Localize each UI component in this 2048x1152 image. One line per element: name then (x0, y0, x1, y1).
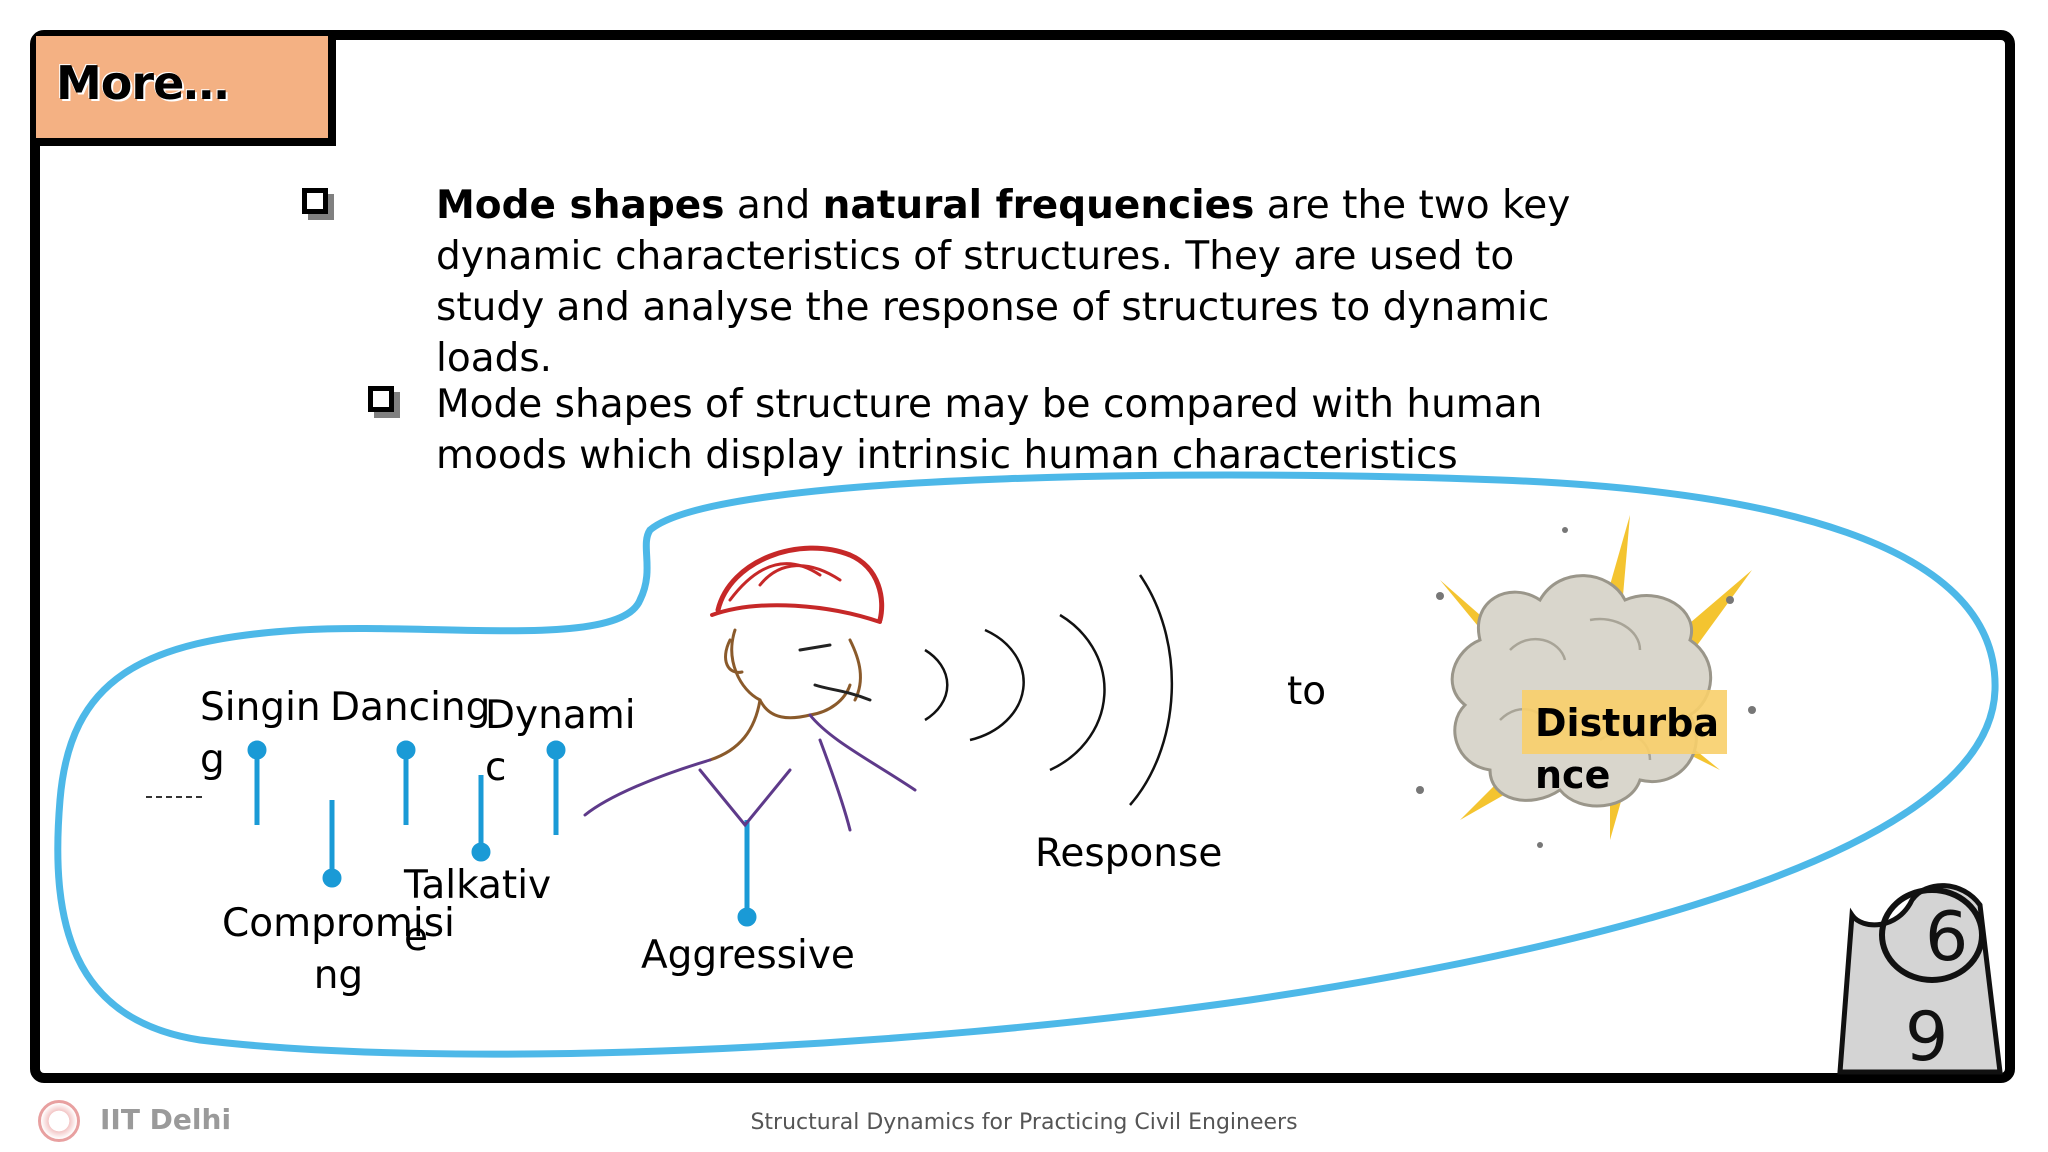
dancing-marker-dot (396, 740, 416, 760)
bullet-checkbox-icon (302, 188, 328, 214)
footer-brand: IIT Delhi (100, 1103, 232, 1136)
mood-compromising-label: Compromisi ng (222, 901, 455, 998)
disturbance-highlight (1522, 690, 1727, 754)
to-label: to (1287, 669, 1327, 714)
compromising-marker-dot (322, 868, 342, 888)
slide-title: More… (56, 56, 229, 110)
mood-markers (247, 740, 757, 927)
mood-singing-label: Singin g (200, 685, 321, 782)
callout-outline (54, 471, 1999, 1058)
talkative-marker-dot (471, 842, 491, 862)
svg-text:6: 6 (1925, 898, 1968, 977)
response-waves (924, 574, 1174, 806)
term-mode-shapes: Mode shapes (436, 183, 725, 228)
bullet-checkbox-icon (368, 386, 394, 412)
mood-dynamic-label: Dynami c (485, 693, 636, 790)
footer-course-title: Structural Dynamics for Practicing Civil… (750, 1110, 1298, 1135)
bullet-1-text: Mode shapes and natural frequencies are … (436, 183, 1571, 381)
mood-dancing-label: Dancing (330, 685, 491, 730)
slide-frame (30, 30, 2015, 1083)
aggressive-marker-dot (737, 907, 757, 927)
mood-aggressive-label: Aggressive (641, 933, 855, 978)
svg-text:9: 9 (1905, 998, 1948, 1077)
weight-icon: 6 9 (1837, 883, 2003, 1077)
iit-delhi-logo-icon (38, 1100, 80, 1142)
singing-marker-dot (247, 740, 267, 760)
term-natural-frequencies: natural frequencies (822, 183, 1255, 228)
dynamic-marker-dot (546, 740, 566, 760)
response-label: Response (1035, 831, 1223, 876)
worker-hardhat-icon (583, 545, 917, 832)
title-box: More… (36, 36, 336, 146)
bullet-2-text: Mode shapes of structure may be compared… (436, 382, 1543, 478)
mood-talkative-label: Talkativ e (404, 863, 552, 960)
disturbance-label: Disturba nce (1535, 701, 1719, 797)
